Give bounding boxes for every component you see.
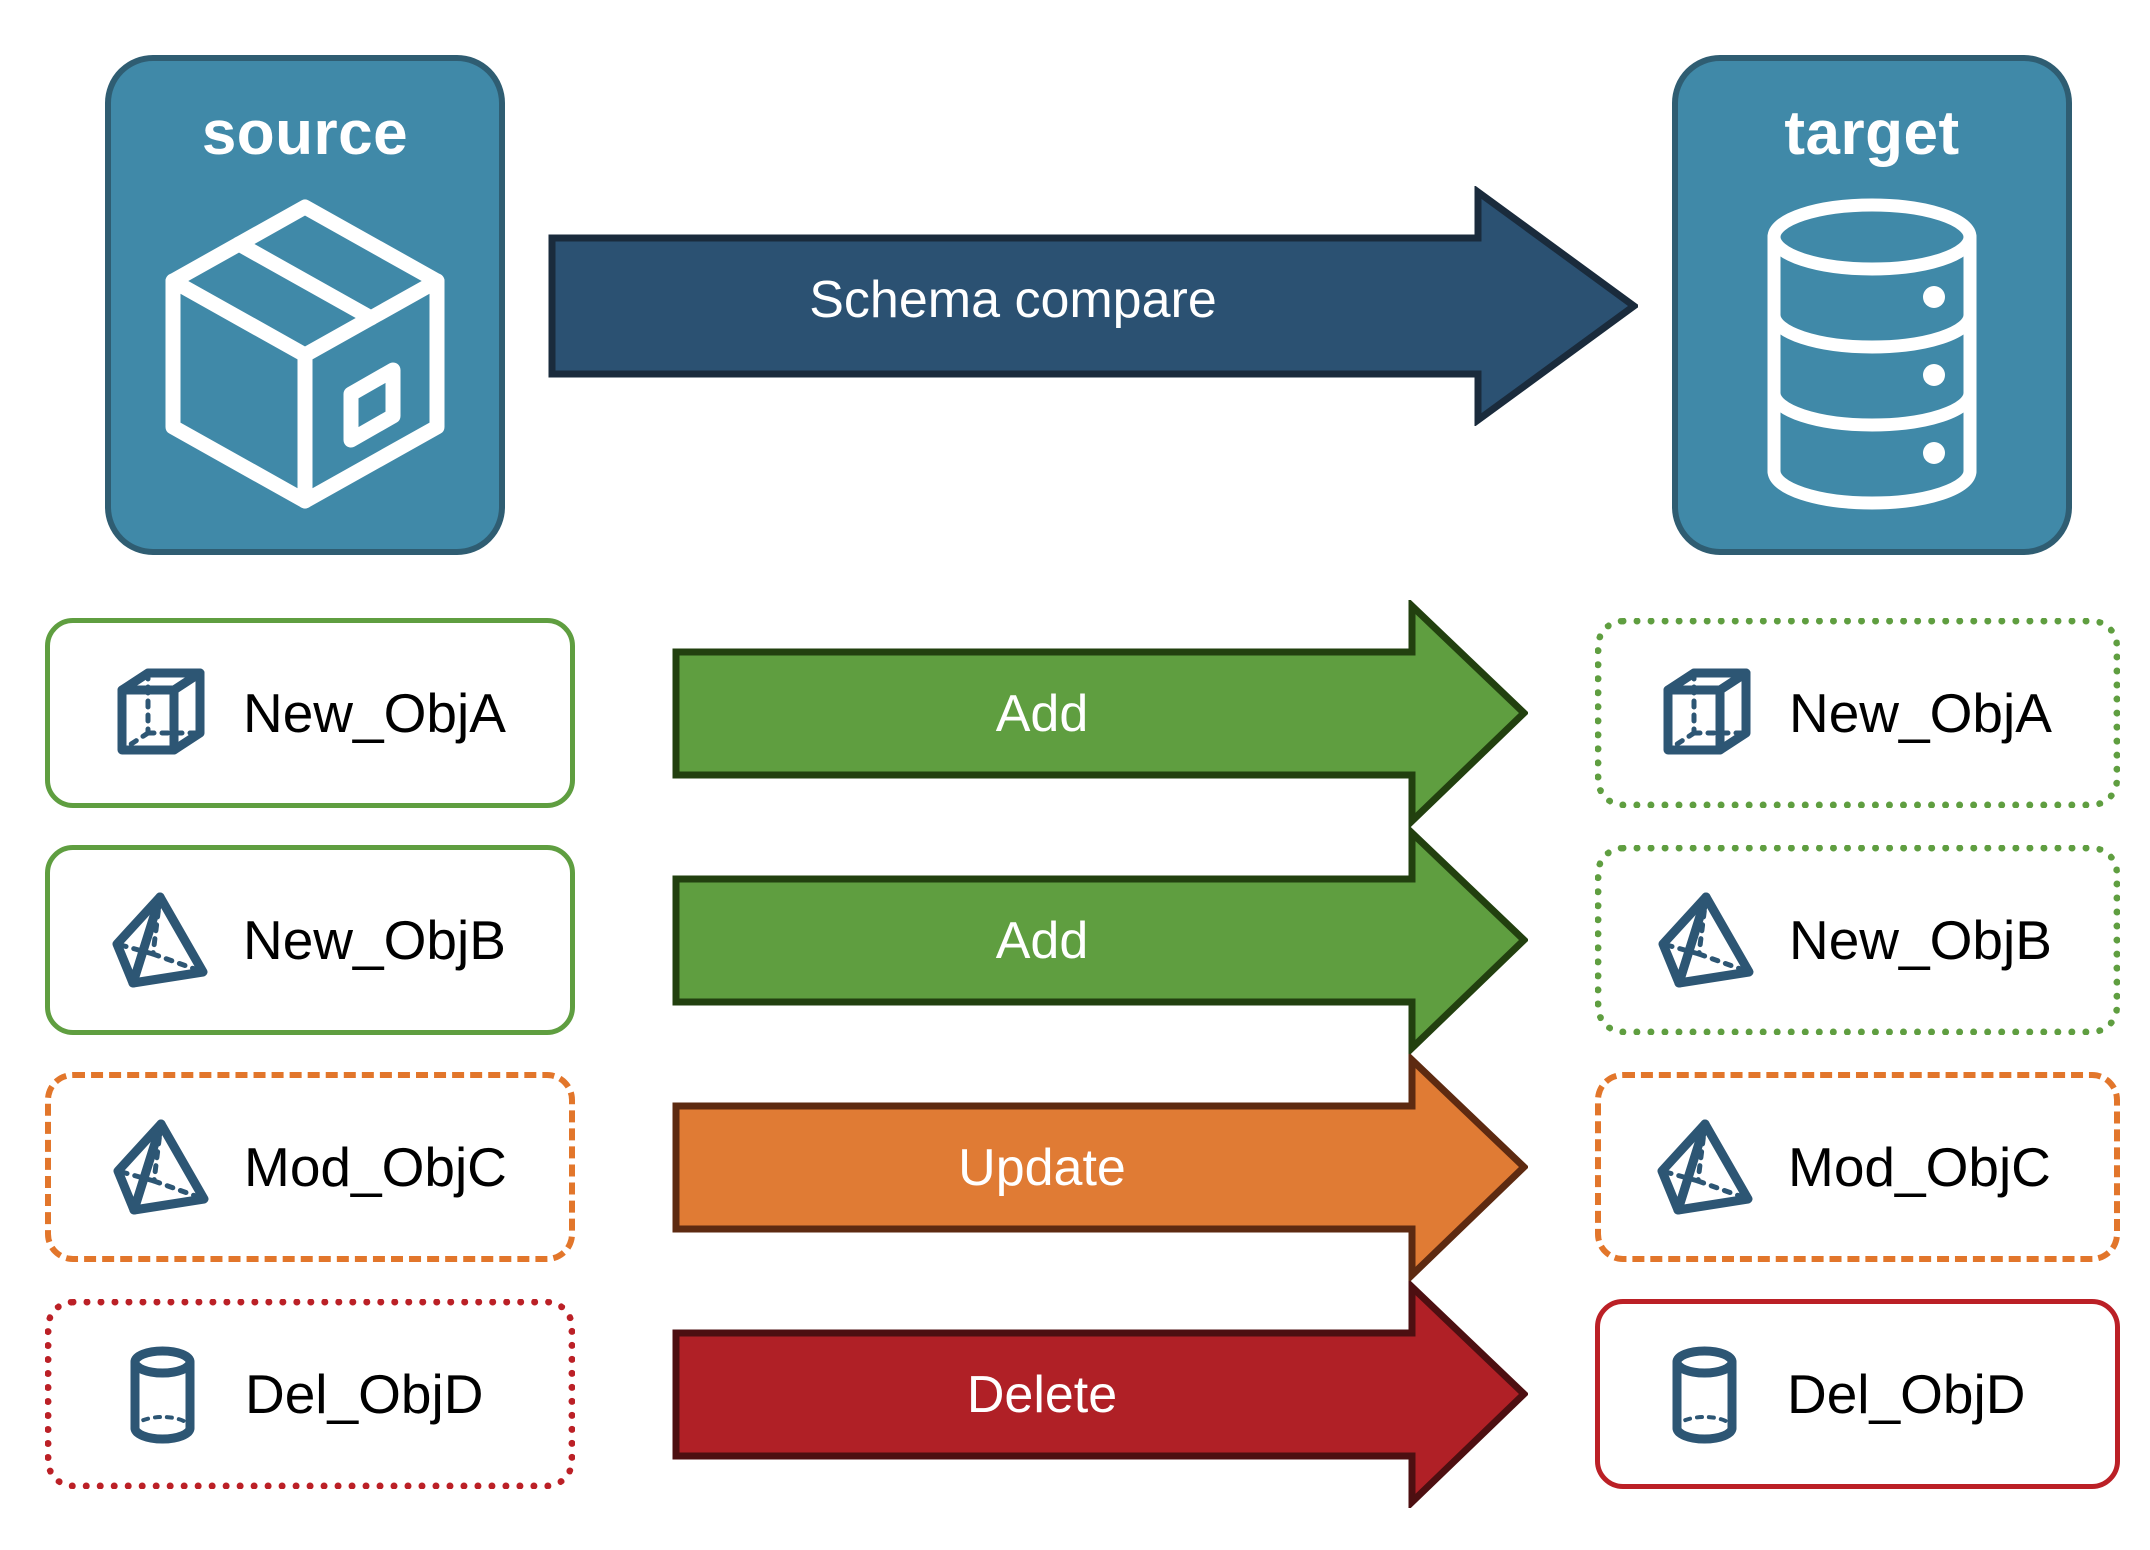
action-arrow-shape (672, 1278, 1530, 1511)
target-object-label: Mod_ObjC (1788, 1135, 2051, 1198)
action-arrow-label: Add (995, 912, 1089, 970)
target-object-label: New_ObjA (1789, 681, 2052, 744)
object-row: Mod_ObjC Update Mod_ObjC (0, 1051, 2150, 1284)
action-arrow-add-1: Add (672, 597, 1530, 830)
source-object-card-1[interactable]: New_ObjA (45, 618, 575, 808)
source-title: source (201, 99, 409, 168)
action-arrow-shape (672, 824, 1530, 1057)
action-arrow-shape (672, 1051, 1530, 1284)
schema-compare-arrow-label: Schema compare (809, 271, 1217, 329)
pyramid-wireframe-icon (1653, 1115, 1758, 1220)
target-object-label: Del_ObjD (1787, 1362, 2026, 1425)
action-arrow-update-3: Update (672, 1051, 1530, 1284)
action-arrow-label: Delete (966, 1366, 1118, 1424)
pyramid-wireframe-icon (108, 888, 213, 993)
object-row: New_ObjA Add New_ObjA (0, 597, 2150, 830)
action-arrow-shape (672, 597, 1530, 830)
target-endpoint-card: target (1672, 55, 2072, 555)
target-title: target (1784, 99, 1960, 168)
source-object-label: New_ObjA (243, 681, 506, 744)
action-arrow-label: Add (995, 685, 1089, 743)
target-object-label: New_ObjB (1789, 908, 2052, 971)
object-row: New_ObjB Add New_ObjB (0, 824, 2150, 1057)
source-object-label: New_ObjB (243, 908, 506, 971)
action-arrow-add-2: Add (672, 824, 1530, 1057)
pyramid-wireframe-icon (1654, 888, 1759, 993)
source-object-card-2[interactable]: New_ObjB (45, 845, 575, 1035)
cube-wireframe-icon (108, 661, 213, 766)
cylinder-wireframe-icon (110, 1342, 215, 1447)
action-arrow-delete-4: Delete (672, 1278, 1530, 1511)
source-object-card-3[interactable]: Mod_ObjC (45, 1072, 575, 1262)
cube-wireframe-icon (1654, 661, 1759, 766)
schema-compare-arrow: Schema compare (548, 185, 1640, 427)
target-object-card-1[interactable]: New_ObjA (1595, 618, 2120, 808)
target-object-card-2[interactable]: New_ObjB (1595, 845, 2120, 1035)
schema-compare-arrow-shape (548, 185, 1640, 427)
package-box-icon (165, 199, 445, 509)
source-object-card-4[interactable]: Del_ObjD (45, 1299, 575, 1489)
source-endpoint-card: source (105, 55, 505, 555)
object-row: Del_ObjD Delete Del_ObjD (0, 1278, 2150, 1511)
target-object-card-4[interactable]: Del_ObjD (1595, 1299, 2120, 1489)
database-cylinder-icon (1767, 198, 1977, 510)
source-object-label: Del_ObjD (245, 1362, 484, 1425)
action-arrow-label: Update (958, 1139, 1126, 1197)
object-rows-container: New_ObjA Add New_ObjA New_ObjB Add New_O (0, 597, 2150, 1511)
target-object-card-3[interactable]: Mod_ObjC (1595, 1072, 2120, 1262)
cylinder-wireframe-icon (1652, 1342, 1757, 1447)
pyramid-wireframe-icon (109, 1115, 214, 1220)
source-object-label: Mod_ObjC (244, 1135, 507, 1198)
